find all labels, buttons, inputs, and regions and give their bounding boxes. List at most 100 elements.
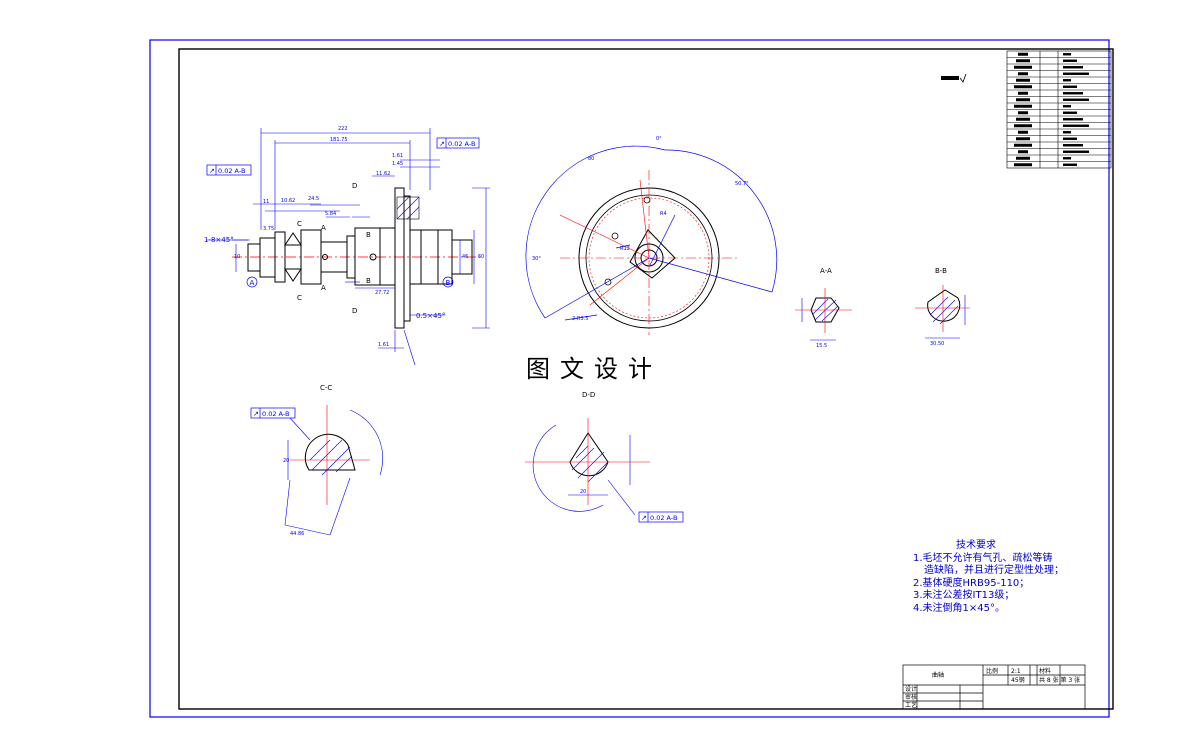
table-cell-mark	[1014, 85, 1032, 89]
table-value-mark	[1063, 53, 1071, 56]
svg-text:D: D	[352, 307, 357, 315]
notes-item-2: 2.基体硬度HRB95-110；	[913, 577, 1030, 589]
svg-text:44.86: 44.86	[290, 531, 304, 537]
title-block	[902, 664, 1086, 710]
svg-text:24.5: 24.5	[308, 196, 319, 202]
svg-text:181.75: 181.75	[330, 137, 348, 143]
svg-text:1.61: 1.61	[392, 153, 403, 159]
section-aa: A-A 15.5	[795, 267, 852, 349]
svg-text:11.62: 11.62	[376, 171, 390, 177]
svg-text:27.72: 27.72	[375, 290, 389, 296]
gear-parameter-table	[1006, 50, 1112, 169]
side-view-dimension-values: 80 0° 50.7° 30° 2-R3.5 R12 R4	[532, 136, 749, 322]
table-cell-mark	[1018, 52, 1028, 56]
svg-text:1.45: 1.45	[392, 161, 403, 167]
svg-text:0.02 A-B: 0.02 A-B	[650, 514, 677, 522]
table-value-mark	[1063, 111, 1077, 114]
datum-b-symbol: B	[442, 276, 454, 288]
svg-text:B: B	[366, 277, 371, 285]
svg-text:D: D	[352, 182, 357, 190]
table-value-mark	[1063, 85, 1077, 88]
roughness-symbol	[941, 76, 959, 80]
notes-item-1-cont: 造缺陷，并且进行定型性处理；	[924, 565, 1064, 576]
row-review: 审核	[905, 693, 917, 701]
svg-text:20: 20	[580, 489, 586, 495]
scale-value: 2:1	[1011, 668, 1021, 675]
svg-text:R12: R12	[620, 246, 630, 252]
section-cut-markers: CC AA BB DD	[297, 182, 371, 315]
section-cc: C-C 44.86 20	[283, 384, 384, 537]
svg-text:R4: R4	[660, 211, 667, 217]
material-value: 45钢	[1011, 676, 1025, 684]
table-cell-mark	[1018, 91, 1028, 95]
svg-text:30°: 30°	[532, 256, 541, 262]
section-dd: D-D 20	[525, 391, 650, 516]
notes-item-1: 1.毛坯不允许有气孔、疏松等铸	[913, 552, 1053, 564]
section-bb: B-B 30.50	[915, 267, 970, 347]
datum-a-symbol: A	[246, 276, 258, 288]
table-cell-mark	[1016, 59, 1030, 63]
side-view-dimensions	[525, 145, 778, 321]
row-process: 工艺	[905, 701, 917, 709]
table-cell-mark	[1014, 65, 1032, 69]
table-cell-mark	[1014, 143, 1032, 147]
table-value-mark	[1063, 144, 1083, 147]
table-value-mark	[1063, 72, 1089, 75]
title-block-text: 曲轴 比例 2:1 材料 45钢 共 8 张 第 3 张 设计 审核 工艺	[905, 667, 1080, 709]
svg-text:10.62: 10.62	[281, 198, 295, 204]
svg-text:0°: 0°	[656, 136, 662, 142]
table-cell-mark	[1018, 72, 1028, 76]
scale-label: 比例	[986, 667, 998, 675]
svg-text:60: 60	[478, 254, 484, 260]
chamfer-left-label: 1-8×45°	[204, 236, 234, 244]
table-cell-mark	[1018, 111, 1028, 115]
svg-text:11: 11	[263, 199, 269, 205]
sheet-count: 共 8 张 第 3 张	[1039, 676, 1080, 684]
notes-item-3: 3.未注公差按IT13级；	[913, 590, 1015, 601]
svg-text:A: A	[321, 284, 326, 292]
svg-text:80: 80	[588, 156, 594, 162]
svg-text:30.50: 30.50	[930, 341, 944, 347]
table-cell-mark	[1016, 117, 1030, 121]
svg-text:A: A	[321, 224, 326, 232]
table-cell-mark	[1016, 98, 1030, 102]
table-value-mark	[1063, 98, 1089, 101]
svg-text:1.61: 1.61	[378, 342, 389, 348]
svg-text:A: A	[250, 279, 255, 287]
svg-text:3.75: 3.75	[263, 226, 274, 232]
shaft-front-view	[232, 187, 480, 329]
table-value-mark	[1063, 163, 1077, 166]
svg-text:↗: ↗	[253, 410, 259, 418]
section-aa-label: A-A	[820, 267, 832, 275]
svg-text:B: B	[446, 279, 451, 287]
table-value-mark	[1063, 66, 1083, 69]
notes-item-4: 4.未注倒角1×45°。	[913, 602, 1006, 614]
svg-text:↗: ↗	[439, 140, 445, 148]
svg-text:C: C	[297, 220, 302, 228]
svg-text:222: 222	[338, 126, 348, 132]
inner-frame	[178, 48, 1114, 710]
outer-frame	[149, 39, 1110, 718]
row-design: 设计	[905, 685, 917, 693]
table-cell-mark	[1014, 104, 1032, 108]
tolerance-frame-main-left: ↗ 0.02 A-B	[206, 164, 252, 176]
watermark-banner: 图文设计	[503, 345, 685, 388]
tolerance-frame-cc: ↗ 0.02 A-B	[250, 407, 296, 419]
table-cell-mark	[1018, 150, 1028, 154]
svg-text:C: C	[297, 294, 302, 302]
table-cell-mark	[1016, 78, 1030, 82]
technical-requirements: 技术要求 1.毛坯不允许有气孔、疏松等铸 造缺陷，并且进行定型性处理； 2.基体…	[913, 540, 1093, 615]
table-value-mark	[1063, 157, 1071, 160]
tolerance-frame-main-top: ↗ 0.02 A-B	[436, 137, 480, 149]
table-cell-mark	[1018, 130, 1028, 134]
table-cell-mark	[1014, 163, 1032, 167]
table-value-mark	[1063, 137, 1077, 140]
flange-section-hatch	[396, 196, 420, 220]
svg-text:46: 46	[462, 254, 468, 260]
notes-title: 技术要求	[956, 540, 996, 551]
table-cell-mark	[1016, 137, 1030, 141]
svg-text:20: 20	[283, 458, 289, 464]
section-dd-label: D-D	[582, 391, 595, 399]
shaft-dimension-values: 222 181.75 10.62 24.5 5.84 11 3.75 11.62…	[234, 126, 484, 348]
